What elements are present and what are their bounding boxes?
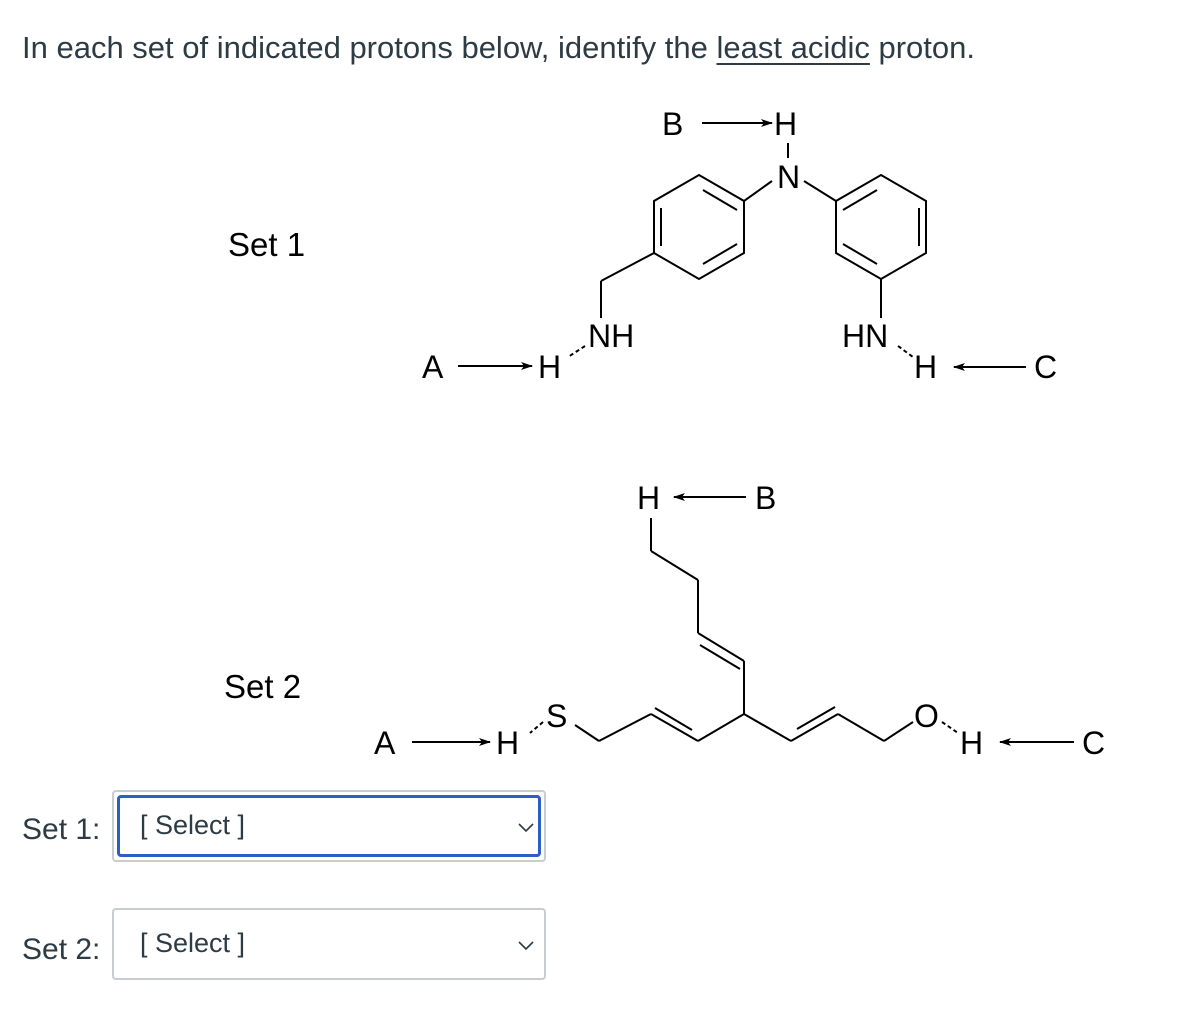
set1-right-ring <box>835 173 927 281</box>
set2-label-a: A <box>374 725 396 761</box>
set2-label-b: B <box>755 480 776 516</box>
set1-label-b: B <box>662 106 683 142</box>
set1-bond-ring-n-left <box>743 180 773 202</box>
set2-title: Set 2 <box>224 668 301 705</box>
set2-bond-c-s <box>574 724 600 742</box>
set1-nh-left: NH <box>588 318 634 354</box>
chevron-down-icon <box>518 941 534 951</box>
set1-hn-right: HN <box>842 318 888 354</box>
answer-row-set2: Set 2: <box>22 930 112 970</box>
set1-n-atom: N <box>777 159 800 195</box>
chemistry-figure: Set 1 B H N NH H A HN H C Set 2 H B <box>224 106 1105 761</box>
set2-s-atom: S <box>546 698 567 734</box>
set2-h-a: H <box>496 725 519 761</box>
set2-select-value: [ Select ] <box>140 928 246 958</box>
set2-bond-o-h <box>941 721 959 734</box>
focus-ring <box>117 795 541 857</box>
set1-bond-hn-h <box>897 345 914 358</box>
set2-h-c: H <box>960 725 983 761</box>
set1-bond-ring-ch2 <box>600 252 655 282</box>
question-text: In each set of indicated protons below, … <box>22 30 975 66</box>
set2-o-atom: O <box>914 698 939 734</box>
set1-label-a: A <box>422 349 444 385</box>
set1-h-b: H <box>774 106 797 142</box>
set1-title: Set 1 <box>228 226 305 263</box>
set1-h-c: H <box>914 349 937 385</box>
set1-bond-nh-h <box>567 345 586 358</box>
set2-bond-s-h <box>529 721 544 734</box>
set2-select[interactable]: [ Select ] <box>112 908 546 980</box>
set1-bond-n-ring-right <box>803 180 837 202</box>
set2-label-c: C <box>1082 725 1105 761</box>
question-emphasis: least acidic <box>716 30 870 65</box>
set1-h-a: H <box>538 349 561 385</box>
answer-row-set1: Set 1: <box>22 810 112 850</box>
set1-select-value: [ Select ] <box>140 810 246 840</box>
set1-left-ring <box>653 173 745 281</box>
chevron-down-icon <box>518 823 534 833</box>
set1-answer-label: Set 1: <box>22 813 101 846</box>
set2-h-b: H <box>637 480 660 516</box>
question-prefix: In each set of indicated protons below, … <box>22 30 717 65</box>
set1-label-c: C <box>1034 349 1057 385</box>
set2-answer-label: Set 2: <box>22 933 101 966</box>
question-suffix: proton. <box>869 30 975 65</box>
set2-carbon-skeleton <box>598 518 914 742</box>
set1-select[interactable]: [ Select ] <box>112 790 546 862</box>
